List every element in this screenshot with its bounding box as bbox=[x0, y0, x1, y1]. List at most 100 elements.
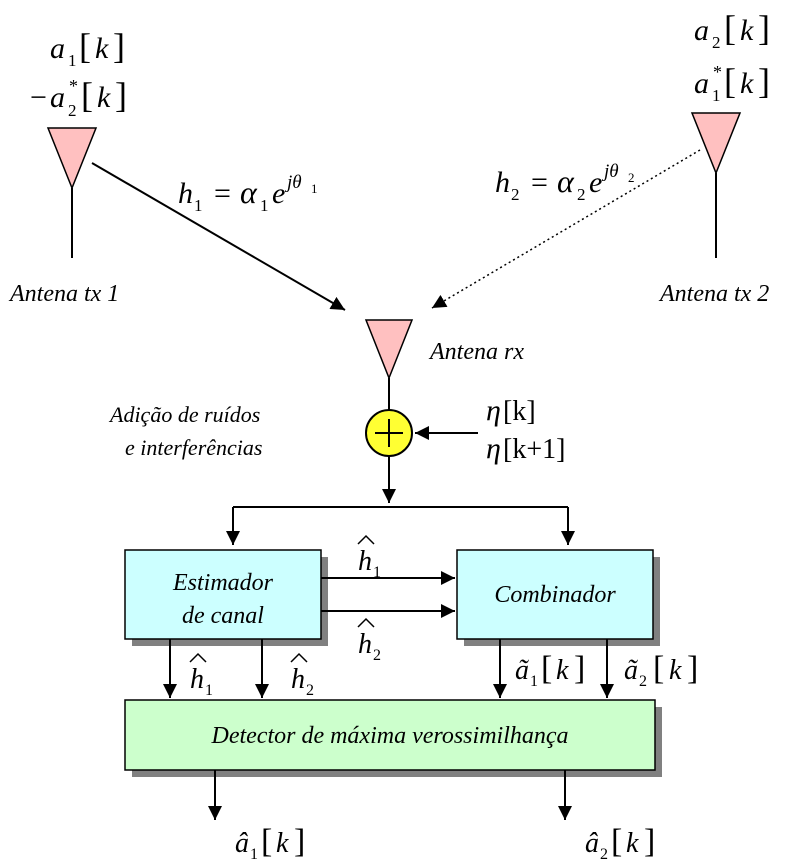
h2-name: h bbox=[495, 166, 510, 199]
hat-mark bbox=[357, 534, 375, 545]
estimator-block: Estimador de canal bbox=[124, 549, 328, 646]
h1-hat-label-low: h 1 bbox=[189, 652, 213, 699]
h2-alpha-sub: 2 bbox=[577, 185, 586, 204]
tx2-symbols: a 2 [ k ] a * 1 [ k ] bbox=[694, 8, 770, 105]
a1-tilde-index: k bbox=[556, 655, 569, 686]
detector-box bbox=[124, 699, 656, 771]
h-hat: h bbox=[358, 629, 372, 660]
h2-eq: = bbox=[531, 166, 548, 199]
eta-k1: [k+1] bbox=[503, 434, 565, 465]
tx1-index-2: k bbox=[97, 81, 111, 114]
a2-tilde-label: ã 2 [ k ] bbox=[624, 650, 698, 690]
tx1-neg-sign: − bbox=[30, 81, 47, 114]
tx2-bracket-close-1: ] bbox=[758, 8, 770, 48]
eta-symbol-1: η bbox=[486, 394, 501, 427]
tx2-symbol-b-sup: * bbox=[713, 62, 722, 82]
eta-k: [k] bbox=[503, 396, 536, 427]
a1-tilde: ã bbox=[515, 655, 529, 686]
a2-hat: â bbox=[585, 828, 599, 859]
a2-tilde-bracket-open: [ bbox=[653, 650, 664, 687]
h-hat: h bbox=[190, 664, 204, 695]
h1-exp-sub: 1 bbox=[311, 181, 318, 196]
tx1-antenna bbox=[46, 127, 98, 258]
tx2-index-1: k bbox=[740, 14, 754, 47]
h2-exp-sub: 2 bbox=[628, 170, 635, 185]
tx2-label: Antena tx 2 bbox=[658, 281, 769, 307]
tx1-bracket-open-1: [ bbox=[79, 26, 91, 66]
combiner-label: Combinador bbox=[494, 582, 616, 608]
estimator-label-line2: de canal bbox=[182, 603, 264, 629]
a2-tilde: ã bbox=[624, 655, 638, 686]
estimator-box bbox=[124, 549, 322, 640]
a1-hat-bracket-open: [ bbox=[261, 823, 272, 860]
h2-exp-base: e bbox=[589, 166, 602, 199]
tx1-index-1: k bbox=[95, 32, 109, 65]
tx2-bracket-close-2: ] bbox=[758, 61, 770, 101]
a2-tilde-bracket-close: ] bbox=[687, 650, 698, 687]
a1-hat-bracket-close: ] bbox=[294, 823, 305, 860]
tx1-symbol-a-sub: 1 bbox=[68, 51, 77, 70]
noise-label-line1: Adição de ruídos bbox=[108, 402, 260, 427]
a1-hat-index: k bbox=[276, 828, 289, 859]
noise-eta: η [k] η [k+1] bbox=[486, 394, 565, 465]
h-hat-sub: 1 bbox=[373, 564, 381, 581]
h2-alpha: α bbox=[557, 163, 575, 199]
h-hat: h bbox=[291, 664, 305, 695]
h-hat-sub: 2 bbox=[373, 647, 381, 664]
channel-h2-arrow bbox=[431, 149, 701, 309]
a2-hat-bracket-open: [ bbox=[611, 823, 622, 860]
tx1-bracket-open-2: [ bbox=[81, 75, 93, 115]
tx1-antenna-icon bbox=[46, 127, 98, 191]
h2-hat-label-mid: h 2 bbox=[357, 617, 381, 664]
h2-sub: 2 bbox=[511, 185, 520, 204]
h-hat-sub: 1 bbox=[205, 682, 213, 699]
h1-exp: jθ bbox=[284, 172, 302, 193]
tx2-bracket-open-1: [ bbox=[724, 8, 736, 48]
h1-sub: 1 bbox=[194, 196, 203, 215]
channel-h1-label: h 1 = α 1 e jθ 1 bbox=[178, 172, 318, 215]
combiner-block: Combinador bbox=[456, 549, 660, 646]
h-hat-sub: 2 bbox=[306, 682, 314, 699]
detector-label: Detector de máxima verossimilhança bbox=[210, 723, 568, 749]
tx2-symbol-a-sub: 2 bbox=[712, 33, 721, 52]
a2-hat-index: k bbox=[626, 828, 639, 859]
combiner-box bbox=[456, 549, 654, 640]
tx2-symbol-a: a bbox=[694, 14, 709, 47]
hat-mark bbox=[189, 652, 207, 663]
a2-tilde-index: k bbox=[669, 655, 682, 686]
a1-tilde-bracket-open: [ bbox=[541, 650, 552, 687]
h1-name: h bbox=[178, 177, 193, 210]
tx1-symbols: a 1 [ k ] − a * 2 [ k ] bbox=[30, 26, 127, 120]
tx1-symbol-b-sub: 2 bbox=[68, 101, 77, 120]
hat-mark bbox=[290, 652, 308, 663]
tx1-bracket-close-1: ] bbox=[113, 26, 125, 66]
h2-hat-label-low: h 2 bbox=[290, 652, 314, 699]
h1-exp-base: e bbox=[272, 177, 285, 210]
tx1-bracket-close-2: ] bbox=[115, 75, 127, 115]
tx1-symbol-a: a bbox=[50, 32, 65, 65]
tx1-label: Antena tx 1 bbox=[8, 281, 119, 307]
channel-h2-label: h 2 = α 2 e jθ 2 bbox=[495, 161, 635, 204]
channel-h1-arrow bbox=[91, 162, 346, 311]
h1-alpha: α bbox=[240, 174, 258, 210]
rx-antenna-icon bbox=[364, 319, 414, 381]
tx2-antenna-icon bbox=[690, 112, 742, 176]
a1-tilde-bracket-close: ] bbox=[574, 650, 585, 687]
a1-hat-sub: 1 bbox=[250, 846, 258, 863]
a1-hat-output-label: â 1 [ k ] bbox=[235, 823, 305, 863]
a2-hat-bracket-close: ] bbox=[644, 823, 655, 860]
noise-label-line2: e interferências bbox=[125, 435, 262, 460]
a1-hat: â bbox=[235, 828, 249, 859]
tx1-symbol-b-sup: * bbox=[69, 76, 78, 96]
tx2-antenna bbox=[690, 112, 742, 258]
rx-label: Antena rx bbox=[428, 339, 524, 365]
h1-hat-label-mid: h 1 bbox=[357, 534, 381, 581]
estimator-label-line1: Estimador bbox=[172, 570, 274, 596]
a2-tilde-sub: 2 bbox=[639, 673, 647, 690]
h1-alpha-sub: 1 bbox=[260, 196, 269, 215]
hat-mark bbox=[357, 617, 375, 628]
a2-hat-output-label: â 2 [ k ] bbox=[585, 823, 655, 863]
tx2-symbol-b-sub: 1 bbox=[712, 86, 721, 105]
rx-antenna bbox=[364, 319, 414, 410]
